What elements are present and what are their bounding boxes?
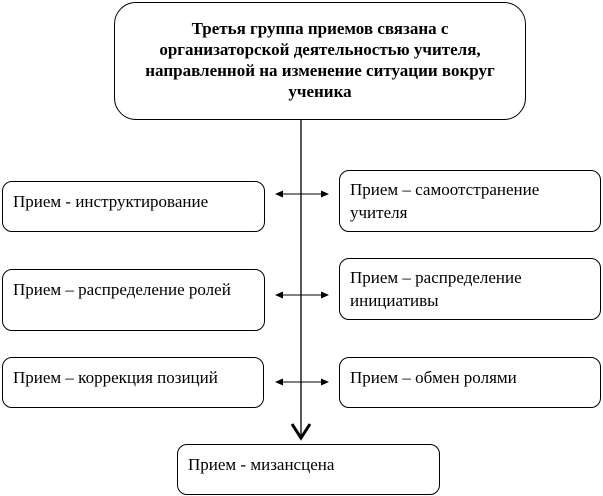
technique-box-initiative-distribution: Прием – распределение инициативы bbox=[339, 258, 601, 320]
technique-box-instructing: Прием - инструктирование bbox=[2, 181, 265, 232]
down-arrowhead bbox=[290, 423, 312, 441]
technique-box-teacher-withdrawal: Прием – самоотстранение учителя bbox=[339, 170, 601, 232]
technique-label: Прием – распределение инициативы bbox=[350, 268, 522, 310]
technique-label: Прием – обмен ролями bbox=[350, 368, 517, 387]
top-concept-text: Третья группа приемов связана с организа… bbox=[145, 19, 495, 101]
technique-box-position-correction: Прием – коррекция позиций bbox=[2, 357, 264, 408]
double-arrow-row-3 bbox=[275, 378, 329, 386]
technique-label: Прием – самоотстранение учителя bbox=[350, 180, 540, 222]
technique-box-mise-en-scene: Прием - мизансцена bbox=[177, 444, 440, 495]
technique-label: Прием – распределение ролей bbox=[13, 280, 231, 299]
double-arrow-row-2 bbox=[275, 291, 329, 299]
double-arrow-row-1 bbox=[275, 190, 329, 198]
top-concept-box: Третья группа приемов связана с организа… bbox=[114, 2, 526, 120]
technique-box-role-distribution: Прием – распределение ролей bbox=[2, 269, 265, 331]
technique-label: Прием - инструктирование bbox=[13, 192, 209, 211]
technique-label: Прием - мизансцена bbox=[188, 455, 335, 474]
technique-label: Прием – коррекция позиций bbox=[13, 368, 218, 387]
technique-box-role-exchange: Прием – обмен ролями bbox=[339, 357, 601, 408]
